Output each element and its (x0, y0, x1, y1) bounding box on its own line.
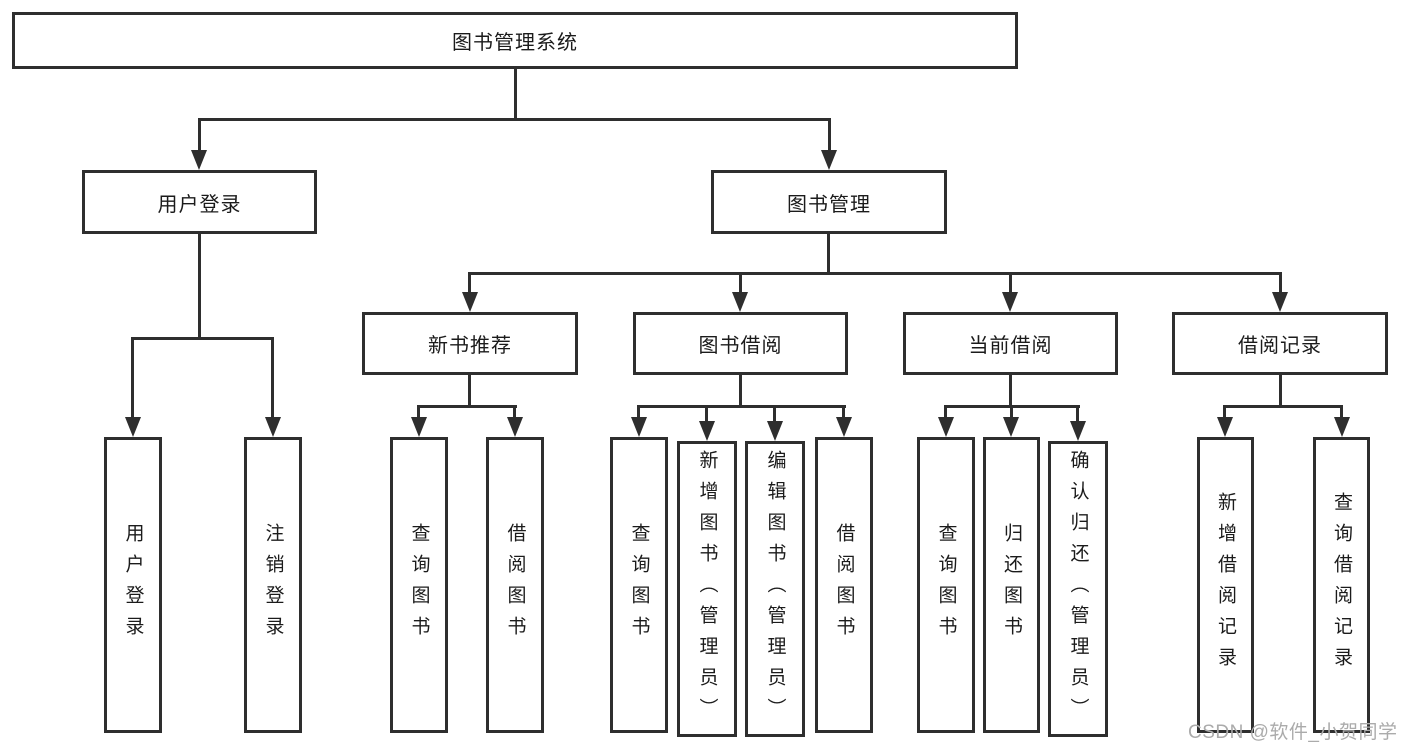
node-borrow-records: 借阅记录 (1172, 312, 1388, 375)
arrowhead-down-icon (938, 417, 954, 437)
arrowhead-down-icon (631, 417, 647, 437)
connector-line (468, 272, 471, 294)
connector-line (944, 405, 947, 419)
connector-line (468, 272, 1282, 275)
arrowhead-down-icon (265, 417, 281, 437)
connector-line (468, 375, 471, 406)
connector-line (198, 118, 201, 152)
connector-line (131, 337, 274, 340)
arrowhead-down-icon (507, 417, 523, 437)
node-book-mgmt: 图书管理 (711, 170, 947, 234)
connector-line (1010, 405, 1013, 419)
connector-line (739, 375, 742, 406)
leaf-label: 确认归还（管理员） (1067, 449, 1089, 729)
leaf-borrow-edit-books-admin: 编辑图书（管理员） (745, 441, 805, 737)
connector-line (773, 405, 776, 423)
connector-line (1279, 272, 1282, 294)
arrowhead-down-icon (821, 150, 837, 170)
leaf-label: 新增借阅记录 (1215, 492, 1236, 678)
connector-line (1009, 272, 1012, 294)
leaf-records-add-record: 新增借阅记录 (1197, 437, 1254, 733)
leaf-label: 借阅图书 (833, 523, 855, 647)
arrowhead-down-icon (732, 292, 748, 312)
arrowhead-down-icon (1070, 421, 1086, 441)
arrowhead-down-icon (699, 421, 715, 441)
arrowhead-down-icon (1217, 417, 1233, 437)
leaf-user-login: 用户登录 (104, 437, 162, 733)
connector-line (1223, 405, 1226, 419)
connector-line (1076, 405, 1079, 423)
arrowhead-down-icon (1272, 292, 1288, 312)
leaf-label: 归还图书 (1001, 523, 1022, 647)
connector-line (417, 405, 420, 419)
watermark: CSDN @软件_小贺同学 (1188, 722, 1398, 743)
connector-line (637, 405, 640, 419)
arrowhead-down-icon (836, 417, 852, 437)
connector-line (513, 405, 516, 419)
arrowhead-down-icon (1334, 417, 1350, 437)
node-new-book-rec: 新书推荐 (362, 312, 578, 375)
connector-line (514, 68, 517, 118)
leaf-label: 查询图书 (628, 523, 650, 647)
leaf-label: 用户登录 (122, 523, 144, 647)
leaf-current-confirm-return-admin: 确认归还（管理员） (1048, 441, 1108, 737)
leaf-borrow-borrow-books: 借阅图书 (815, 437, 873, 733)
node-current-borrow: 当前借阅 (903, 312, 1118, 375)
node-root: 图书管理系统 (12, 12, 1018, 69)
leaf-newrec-query-books: 查询图书 (390, 437, 448, 733)
leaf-newrec-borrow-books: 借阅图书 (486, 437, 544, 733)
leaf-label: 查询借阅记录 (1331, 492, 1352, 678)
arrowhead-down-icon (1003, 417, 1019, 437)
connector-line (1340, 405, 1343, 419)
connector-line (198, 234, 201, 337)
leaf-current-return-books: 归还图书 (983, 437, 1040, 733)
arrowhead-down-icon (767, 421, 783, 441)
arrowhead-down-icon (191, 150, 207, 170)
leaf-label: 编辑图书（管理员） (764, 449, 786, 729)
connector-line (828, 118, 831, 152)
leaf-logout: 注销登录 (244, 437, 302, 733)
leaf-current-query-books: 查询图书 (917, 437, 975, 733)
leaf-label: 借阅图书 (504, 523, 526, 647)
connector-line (739, 272, 742, 294)
connector-line (271, 337, 274, 419)
arrowhead-down-icon (462, 292, 478, 312)
connector-line (637, 405, 846, 408)
connector-line (1223, 405, 1343, 408)
connector-line (1279, 375, 1282, 406)
leaf-label: 查询图书 (935, 523, 957, 647)
node-user-login: 用户登录 (82, 170, 317, 234)
leaf-borrow-query-books: 查询图书 (610, 437, 668, 733)
leaf-records-query-record: 查询借阅记录 (1313, 437, 1370, 733)
leaf-borrow-add-books-admin: 新增图书（管理员） (677, 441, 737, 737)
arrowhead-down-icon (1002, 292, 1018, 312)
node-book-borrow: 图书借阅 (633, 312, 848, 375)
connector-line (417, 405, 517, 408)
connector-line (198, 118, 831, 121)
arrowhead-down-icon (411, 417, 427, 437)
leaf-label: 查询图书 (408, 523, 430, 647)
connector-line (827, 234, 830, 272)
connector-line (131, 337, 134, 419)
arrowhead-down-icon (125, 417, 141, 437)
connector-line (842, 405, 845, 419)
connector-line (1009, 375, 1012, 406)
leaf-label: 新增图书（管理员） (696, 449, 718, 729)
connector-line (705, 405, 708, 423)
leaf-label: 注销登录 (262, 523, 284, 647)
